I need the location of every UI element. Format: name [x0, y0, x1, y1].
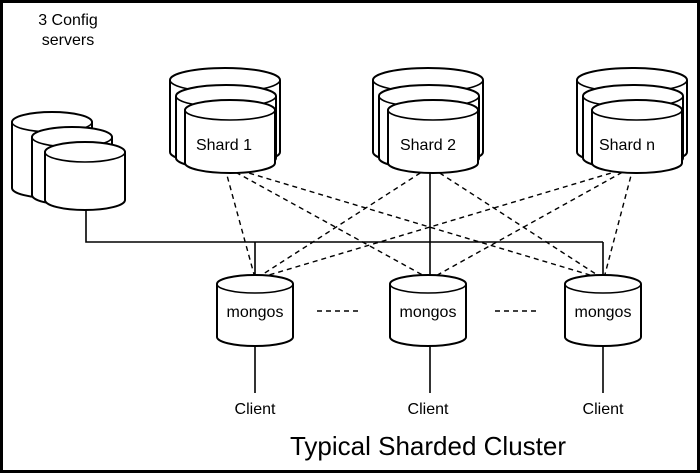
- mesh-line: [224, 167, 256, 279]
- config-server-cylinder: [44, 141, 126, 211]
- shard-n: Shard n: [576, 67, 688, 174]
- config-servers: 3 Config servers: [11, 12, 126, 211]
- shard-cylinder-top: [387, 109, 479, 121]
- shard-label: Shard n: [599, 137, 655, 154]
- router-1: mongos: [216, 274, 294, 347]
- mongos-label: mongos: [575, 304, 632, 321]
- shard-2: Shard 2: [372, 67, 484, 174]
- router-2: mongos: [389, 274, 467, 347]
- mongos-cylinder-top: [564, 283, 642, 294]
- shard-label: Shard 2: [400, 137, 456, 154]
- mesh-line: [431, 167, 631, 279]
- config-server-cylinder-top: [44, 151, 126, 163]
- config-servers-label: servers: [42, 32, 94, 49]
- mongos-cylinder-top: [389, 283, 467, 294]
- mongos-cylinder: [389, 274, 467, 347]
- mesh-line: [258, 167, 629, 279]
- shard-cylinder-top: [591, 109, 683, 121]
- shard-cylinder-top: [184, 109, 276, 121]
- mongos-label: mongos: [400, 304, 457, 321]
- mesh-line: [231, 167, 601, 279]
- mesh-line: [431, 167, 603, 279]
- mongos-cylinder: [564, 274, 642, 347]
- client-label: Client: [235, 401, 276, 418]
- mesh-line: [256, 167, 429, 279]
- client-label: Client: [408, 401, 449, 418]
- router-3: mongos: [564, 274, 642, 347]
- mesh-line: [227, 167, 429, 279]
- diagram-title: Typical Sharded Cluster: [290, 431, 566, 461]
- mesh-line: [603, 167, 634, 279]
- shard-1: Shard 1: [169, 67, 281, 174]
- shard-label: Shard 1: [196, 137, 252, 154]
- mongos-cylinder-top: [216, 283, 294, 294]
- config-servers-label: 3 Config: [38, 12, 98, 29]
- client-label: Client: [583, 401, 624, 418]
- mongos-cylinder: [216, 274, 294, 347]
- mongos-label: mongos: [227, 304, 284, 321]
